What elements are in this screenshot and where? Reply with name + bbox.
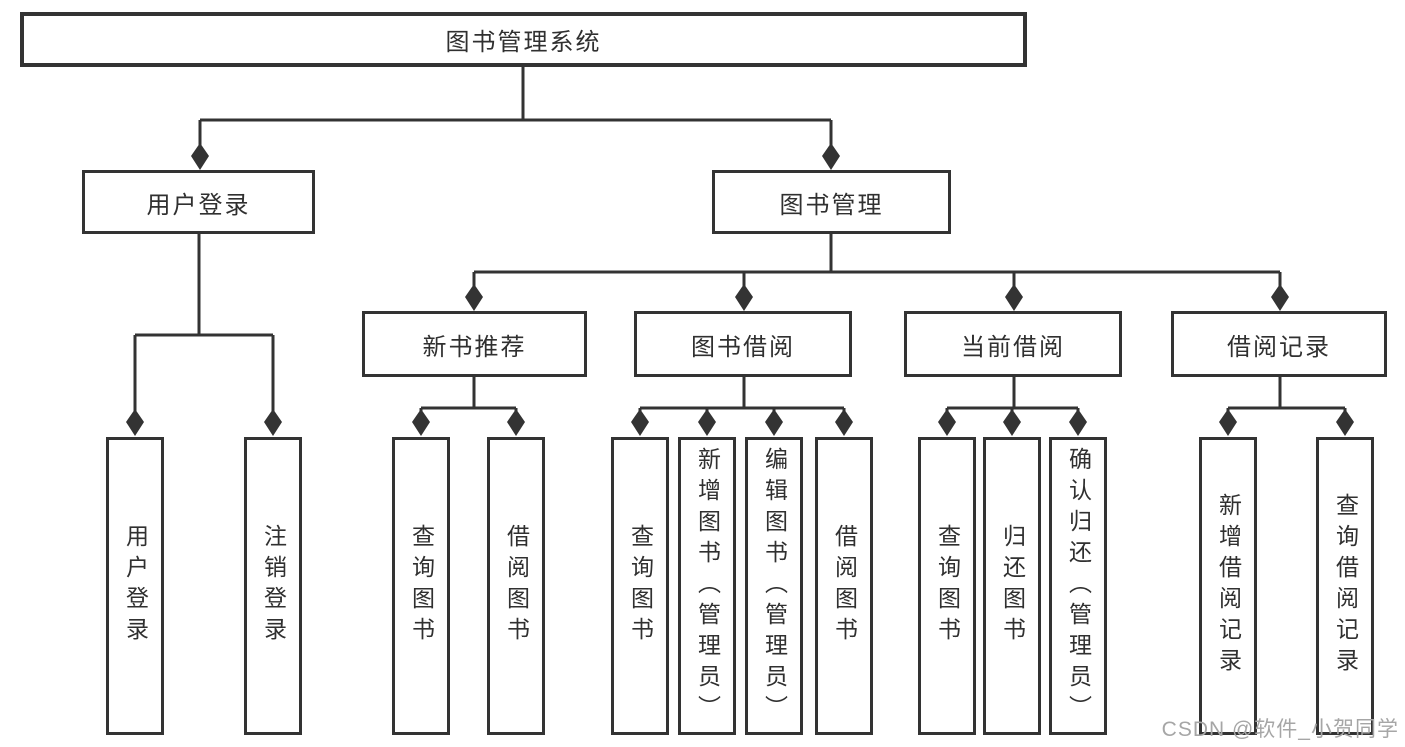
leaf-add-borrow-record: 新增借阅记录 (1199, 437, 1257, 735)
leaf-borrow-books-recommend-label: 借阅图书 (503, 524, 530, 648)
leaf-return-books: 归还图书 (983, 437, 1041, 735)
node-borrowing-records: 借阅记录 (1171, 311, 1387, 377)
leaf-query-books-borrowing-label: 查询图书 (627, 524, 654, 648)
leaf-borrow-books-borrowing: 借阅图书 (815, 437, 873, 735)
leaf-query-books-current: 查询图书 (918, 437, 976, 735)
node-book-borrowing: 图书借阅 (634, 311, 852, 377)
leaf-add-borrow-record-label: 新增借阅记录 (1215, 493, 1242, 679)
leaf-user-login-label: 用户登录 (122, 524, 149, 648)
leaf-add-books-admin: 新增图书（管理员） (678, 437, 736, 735)
leaf-return-books-label: 归还图书 (999, 524, 1026, 648)
leaf-confirm-return-admin: 确认归还（管理员） (1049, 437, 1107, 735)
node-new-book-recommend: 新书推荐 (362, 311, 587, 377)
leaf-user-login: 用户登录 (106, 437, 164, 735)
leaf-edit-books-admin: 编辑图书（管理员） (745, 437, 803, 735)
node-current-borrowing: 当前借阅 (904, 311, 1122, 377)
leaf-logout-label: 注销登录 (260, 524, 287, 648)
leaf-query-books-borrowing: 查询图书 (611, 437, 669, 735)
leaf-query-books-current-label: 查询图书 (934, 524, 961, 648)
node-root: 图书管理系统 (20, 12, 1027, 67)
leaf-borrow-books-borrowing-label: 借阅图书 (831, 524, 858, 648)
leaf-borrow-books-recommend: 借阅图书 (487, 437, 545, 735)
leaf-query-borrow-record: 查询借阅记录 (1316, 437, 1374, 735)
node-user-login: 用户登录 (82, 170, 315, 234)
leaf-logout: 注销登录 (244, 437, 302, 735)
leaf-query-books-recommend: 查询图书 (392, 437, 450, 735)
leaf-query-books-recommend-label: 查询图书 (408, 524, 435, 648)
node-book-management: 图书管理 (712, 170, 951, 234)
leaf-query-borrow-record-label: 查询借阅记录 (1332, 493, 1359, 679)
leaf-confirm-return-admin-label: 确认归还（管理员） (1065, 446, 1092, 726)
watermark-text: CSDN @软件_小贺同学 (1161, 718, 1399, 741)
leaf-add-books-admin-label: 新增图书（管理员） (694, 446, 721, 726)
leaf-edit-books-admin-label: 编辑图书（管理员） (761, 446, 788, 726)
